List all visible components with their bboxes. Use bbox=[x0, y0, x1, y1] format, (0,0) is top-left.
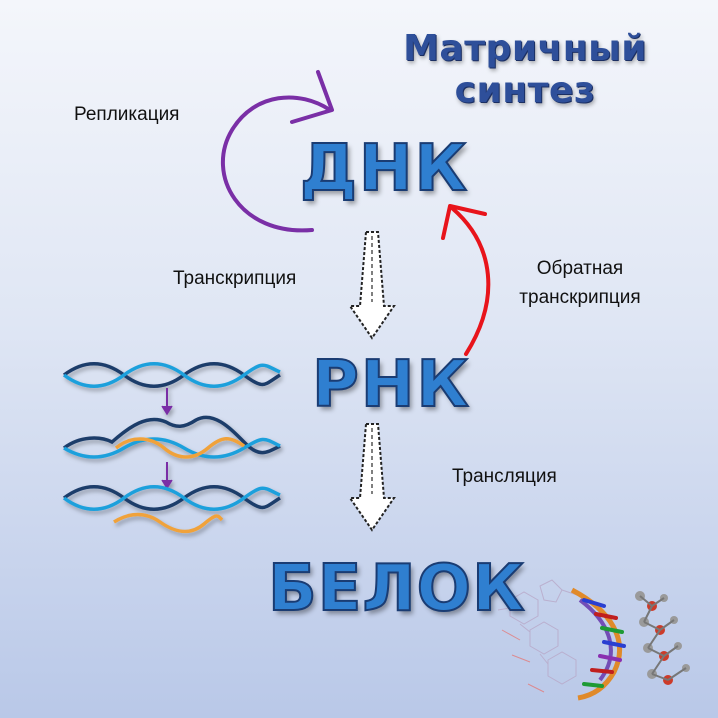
node-dna: ДНК bbox=[299, 131, 469, 207]
title-line-1: Матричный bbox=[403, 28, 647, 69]
label-reverse-line-1: Обратная bbox=[536, 258, 624, 279]
rna-strand-2 bbox=[114, 437, 246, 459]
dna-strand-2b bbox=[63, 437, 281, 459]
replication-arrow bbox=[220, 70, 334, 233]
node-rna: РНК bbox=[311, 347, 471, 423]
dna-strand-1b bbox=[62, 362, 281, 388]
transcription-arrow bbox=[348, 231, 396, 340]
rna-strand-released bbox=[113, 512, 224, 534]
label-reverse-transcription: Обратная транскрипция bbox=[500, 254, 660, 312]
dna-strand-3b bbox=[62, 485, 281, 511]
label-reverse-line-2: транскрипция bbox=[519, 287, 641, 308]
node-protein: БЕЛОК bbox=[267, 551, 526, 627]
label-replication: Репликация bbox=[74, 104, 180, 125]
diagram-title: Матричный синтез bbox=[380, 28, 670, 112]
translation-arrow bbox=[348, 423, 396, 532]
strand-illustration bbox=[62, 362, 281, 534]
label-transcription: Транскрипция bbox=[173, 268, 297, 289]
reverse-transcription-arrow bbox=[441, 204, 491, 356]
molecule-illustration bbox=[497, 579, 690, 701]
title-line-2: синтез bbox=[454, 70, 596, 111]
label-translation: Трансляция bbox=[452, 466, 557, 487]
